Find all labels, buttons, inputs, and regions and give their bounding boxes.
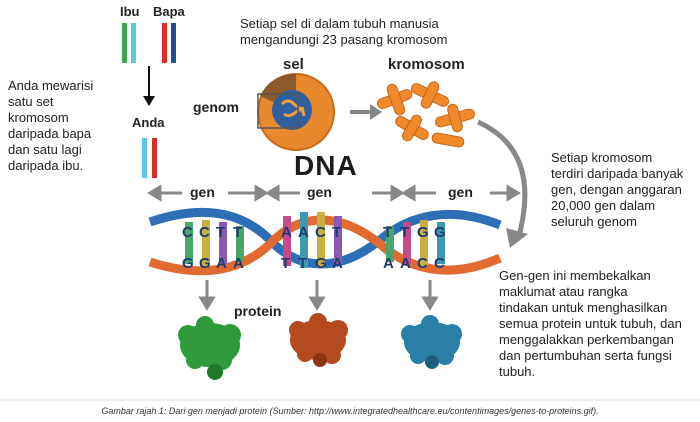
- child-chromosome-1: [142, 138, 147, 178]
- base-top: T: [332, 224, 341, 241]
- gene-label-3: gen: [448, 184, 473, 200]
- base-pair-bars: [185, 212, 445, 268]
- mother-chromosome-1: [122, 23, 127, 63]
- chromosome-note: Setiap kromosom terdiri daripada banyak …: [551, 150, 684, 229]
- chromosome-icon: [376, 81, 475, 148]
- mother-chromosome-2: [131, 23, 136, 63]
- base-bottom: C: [434, 255, 445, 272]
- base-bottom: A: [332, 255, 343, 272]
- mother-label: Ibu: [120, 4, 140, 19]
- cell-note: Setiap sel di dalam tubuh manusia mengan…: [240, 16, 448, 47]
- base-bottom: A: [216, 255, 227, 272]
- protein-label: protein: [234, 303, 282, 319]
- gene-label-2: gen: [307, 184, 332, 200]
- base-bottom: A: [383, 255, 394, 272]
- cell-icon: [257, 73, 335, 151]
- base-bottom: G: [315, 255, 327, 272]
- base-bottom: T: [298, 255, 307, 272]
- base-top: C: [182, 224, 193, 241]
- base-top: A: [281, 224, 292, 241]
- inherit-arrowhead: [143, 96, 155, 106]
- child-chromosome-2: [152, 138, 157, 178]
- base-top: T: [400, 224, 409, 241]
- base-top: G: [417, 224, 429, 241]
- base-bottom: T: [281, 255, 290, 272]
- base-bottom: G: [182, 255, 194, 272]
- chromosome-label: kromosom: [388, 56, 465, 73]
- inherit-note: Anda mewarisi satu set kromosom daripada…: [8, 78, 94, 173]
- cell-label: sel: [283, 56, 304, 73]
- base-bottom: A: [233, 255, 244, 272]
- protein-blue-icon: [401, 315, 462, 369]
- base-bottom: A: [400, 255, 411, 272]
- gene-note: Gen-gen ini membekalkan maklumat atau ra…: [499, 268, 682, 379]
- protein-green-icon: [178, 316, 241, 380]
- base-top: T: [216, 224, 225, 241]
- base-top: C: [315, 224, 326, 241]
- father-chromosome-2: [171, 23, 176, 63]
- base-top: G: [434, 224, 446, 241]
- father-chromosome-1: [162, 23, 167, 63]
- gene-range-arrows: [147, 184, 521, 202]
- protein-brown-icon: [289, 313, 348, 367]
- base-top: T: [383, 224, 392, 241]
- base-top: C: [199, 224, 210, 241]
- base-top: A: [298, 224, 309, 241]
- base-bottom: C: [417, 255, 428, 272]
- chromosome-to-gene-arrow: [476, 119, 528, 233]
- father-label: Bapa: [153, 4, 185, 19]
- bases-bottom-row: G G A A T T G A A A C C: [182, 255, 445, 272]
- gene-label-1: gen: [190, 184, 215, 200]
- figure-caption: Gambar rajah 1: Dari gen menjadi protein…: [101, 406, 599, 416]
- base-top: T: [233, 224, 242, 241]
- bases-top-row: C C T T A A C T T T G G: [182, 224, 446, 241]
- gene-to-protein-arrows: [198, 280, 439, 311]
- genome-label: genom: [193, 99, 239, 115]
- dna-label: DNA: [294, 150, 358, 181]
- base-bottom: G: [199, 255, 211, 272]
- child-label: Anda: [132, 115, 165, 130]
